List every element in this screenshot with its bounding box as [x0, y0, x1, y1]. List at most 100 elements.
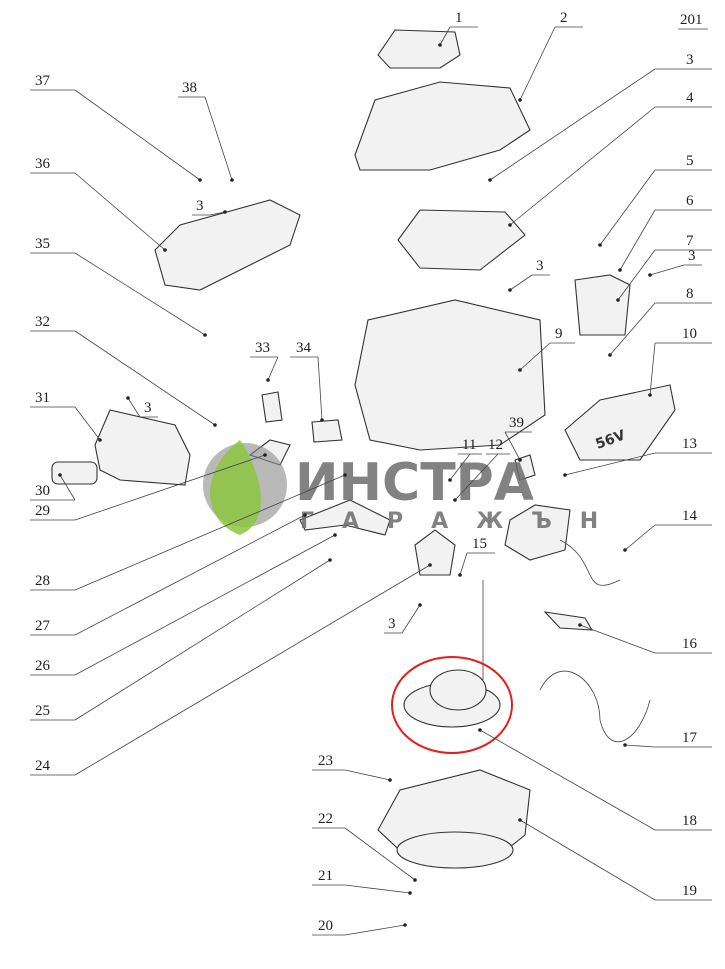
- leader-arrow: [623, 548, 627, 552]
- leader-arrow: [163, 248, 167, 252]
- part-number-label: 3: [388, 616, 396, 632]
- part-number-label: 4: [686, 90, 694, 106]
- leader-line: [449, 453, 471, 481]
- leader-arrow: [223, 210, 227, 214]
- leader-arrow: [126, 396, 130, 400]
- part-10-side-cover: [564, 384, 676, 461]
- leader-line: [564, 452, 656, 476]
- sheet-number: 201: [680, 12, 703, 28]
- part-9-main-housing: [354, 299, 546, 451]
- callout-14: 14: [623, 508, 712, 552]
- part-number-label: 15: [472, 536, 487, 552]
- leader-arrow: [58, 473, 62, 477]
- callout-7: 7: [616, 233, 712, 302]
- leader-arrow: [648, 273, 652, 277]
- part-number-label: 37: [35, 73, 51, 89]
- leader-arrow: [648, 393, 652, 397]
- callout-24: 24: [30, 563, 432, 776]
- leader-line: [519, 342, 551, 371]
- part-number-label: 32: [35, 314, 50, 330]
- callout-3: 3: [192, 198, 227, 216]
- leader-arrow: [616, 298, 620, 302]
- part-number-label: 24: [35, 758, 51, 774]
- callout-22: 22: [312, 811, 417, 882]
- callout-3: 3: [126, 396, 158, 418]
- part-7-bracket: [574, 274, 631, 336]
- leader-arrow: [198, 178, 202, 182]
- leader-arrow: [478, 728, 482, 732]
- leader-arrow: [303, 513, 307, 517]
- part-number-label: 12: [488, 437, 503, 453]
- part-number-label: 19: [682, 883, 697, 899]
- leader-line: [127, 397, 141, 418]
- part-number-label: 10: [682, 326, 697, 342]
- part-number-label: 33: [255, 340, 270, 356]
- leader-line: [267, 356, 279, 381]
- callout-5: 5: [598, 153, 712, 247]
- leader-arrow: [388, 778, 392, 782]
- part-number-label: 5: [686, 153, 694, 169]
- leader-line: [74, 564, 431, 776]
- part-14-controller: [504, 504, 571, 561]
- leader-arrow: [518, 368, 522, 372]
- leader-arrow: [266, 378, 270, 382]
- leader-line: [504, 431, 521, 461]
- leader-line: [439, 26, 451, 46]
- leader-line: [344, 769, 391, 781]
- callout-30: 30: [30, 473, 76, 501]
- part-number-label: 13: [682, 436, 697, 452]
- leader-line: [519, 26, 556, 101]
- leader-arrow: [453, 498, 457, 502]
- part-number-label: 26: [35, 658, 51, 674]
- leader-line: [344, 924, 406, 936]
- leader-arrow: [618, 268, 622, 272]
- leader-arrow: [458, 573, 462, 577]
- watermark-line1: ИНСТРА: [295, 453, 534, 513]
- leader-line: [617, 249, 656, 301]
- leader-line: [204, 96, 233, 181]
- watermark-line2: ГАРАЖЪН: [300, 509, 626, 534]
- part-2-top-housing: [354, 81, 531, 171]
- highlight-circle: [391, 656, 513, 754]
- callout-19: 19: [518, 818, 712, 901]
- part-34-switch: [311, 419, 343, 443]
- callout-39: 39: [504, 415, 532, 462]
- callout-21: 21: [312, 868, 412, 895]
- leader-line: [519, 819, 656, 901]
- callout-34: 34: [290, 340, 324, 422]
- part-number-label: 16: [682, 636, 698, 652]
- callout-16: 16: [578, 623, 712, 654]
- leader-arrow: [578, 623, 582, 627]
- part-number-label: 3: [144, 400, 152, 416]
- leader-line: [599, 169, 656, 246]
- leader-line: [317, 356, 323, 421]
- leader-arrow: [230, 178, 234, 182]
- callout-29: 29: [30, 453, 267, 521]
- callout-8: 8: [608, 286, 712, 357]
- part-36-handle: [154, 199, 301, 291]
- part-number-label: 2: [560, 10, 568, 26]
- part-number-label: 34: [296, 340, 312, 356]
- leader-arrow: [508, 223, 512, 227]
- leader-line: [344, 827, 416, 881]
- leader-line: [74, 89, 201, 181]
- leader-line: [74, 172, 166, 251]
- callout-3: 3: [384, 603, 422, 634]
- leader-line: [489, 68, 656, 181]
- watermark: ИНСТРА ГАРАЖЪН: [203, 440, 626, 535]
- callout-1: 1: [438, 10, 478, 47]
- leader-arrow: [598, 243, 602, 247]
- part-number-label: 7: [686, 233, 694, 249]
- part-number-label: 20: [318, 918, 333, 934]
- leader-arrow: [418, 603, 422, 607]
- part-33-switch: [261, 391, 283, 423]
- leader-arrow: [408, 891, 412, 895]
- part-number-label: 3: [688, 248, 696, 264]
- leader-arrow: [518, 458, 522, 462]
- callout-4: 4: [508, 90, 712, 227]
- parts: 56V: [51, 29, 676, 869]
- leader-line: [344, 884, 411, 894]
- part-number-label: 38: [182, 80, 197, 96]
- callout-6: 6: [618, 193, 712, 272]
